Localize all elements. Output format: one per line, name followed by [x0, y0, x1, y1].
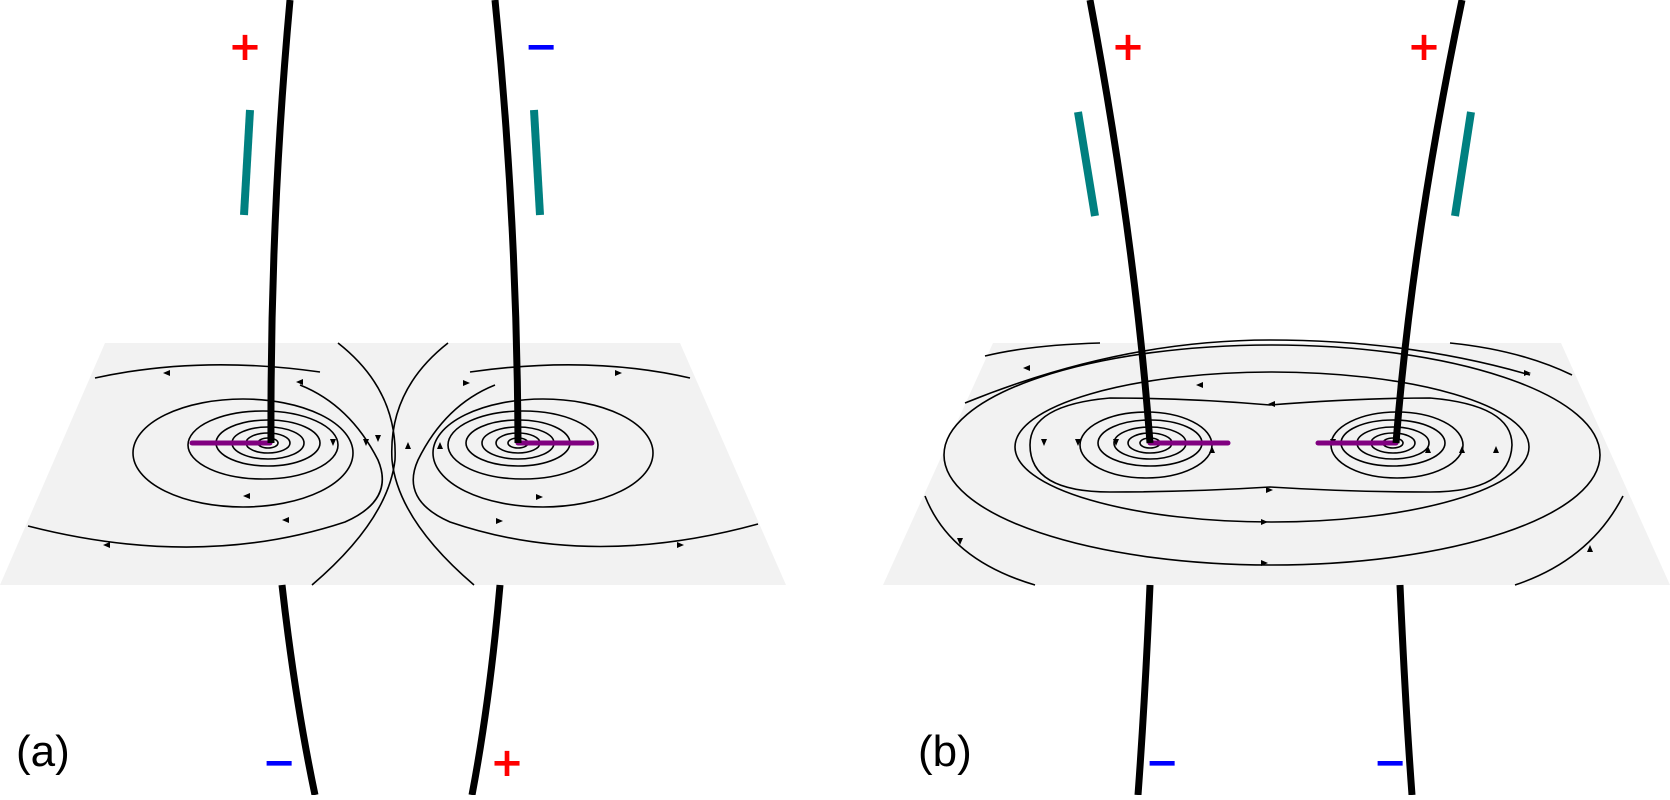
- arrowheads-b: [957, 365, 1593, 566]
- sign-b-top-left: +: [1111, 24, 1145, 70]
- sign-a-bottom-right: +: [490, 740, 524, 786]
- sign-b-top-right: +: [1407, 24, 1441, 70]
- sign-a-bottom-left: −: [262, 740, 296, 786]
- panel-label-b: (b): [918, 727, 972, 776]
- sign-a-top-right: −: [524, 24, 558, 70]
- arrowheads-a: [103, 370, 684, 548]
- panel-b: [883, 0, 1670, 796]
- sign-b-bottom-right: −: [1373, 740, 1407, 786]
- sign-b-bottom-left: −: [1145, 740, 1179, 786]
- wires-b: [1086, 0, 1466, 796]
- current-arrows-b: [1074, 111, 1475, 217]
- sign-a-top-left: +: [228, 24, 262, 70]
- wires-a: [267, 0, 522, 796]
- panel-a: [0, 0, 786, 796]
- current-arrows-a: [240, 109, 544, 216]
- panel-label-a: (a): [16, 727, 70, 776]
- plane-b: [883, 343, 1670, 585]
